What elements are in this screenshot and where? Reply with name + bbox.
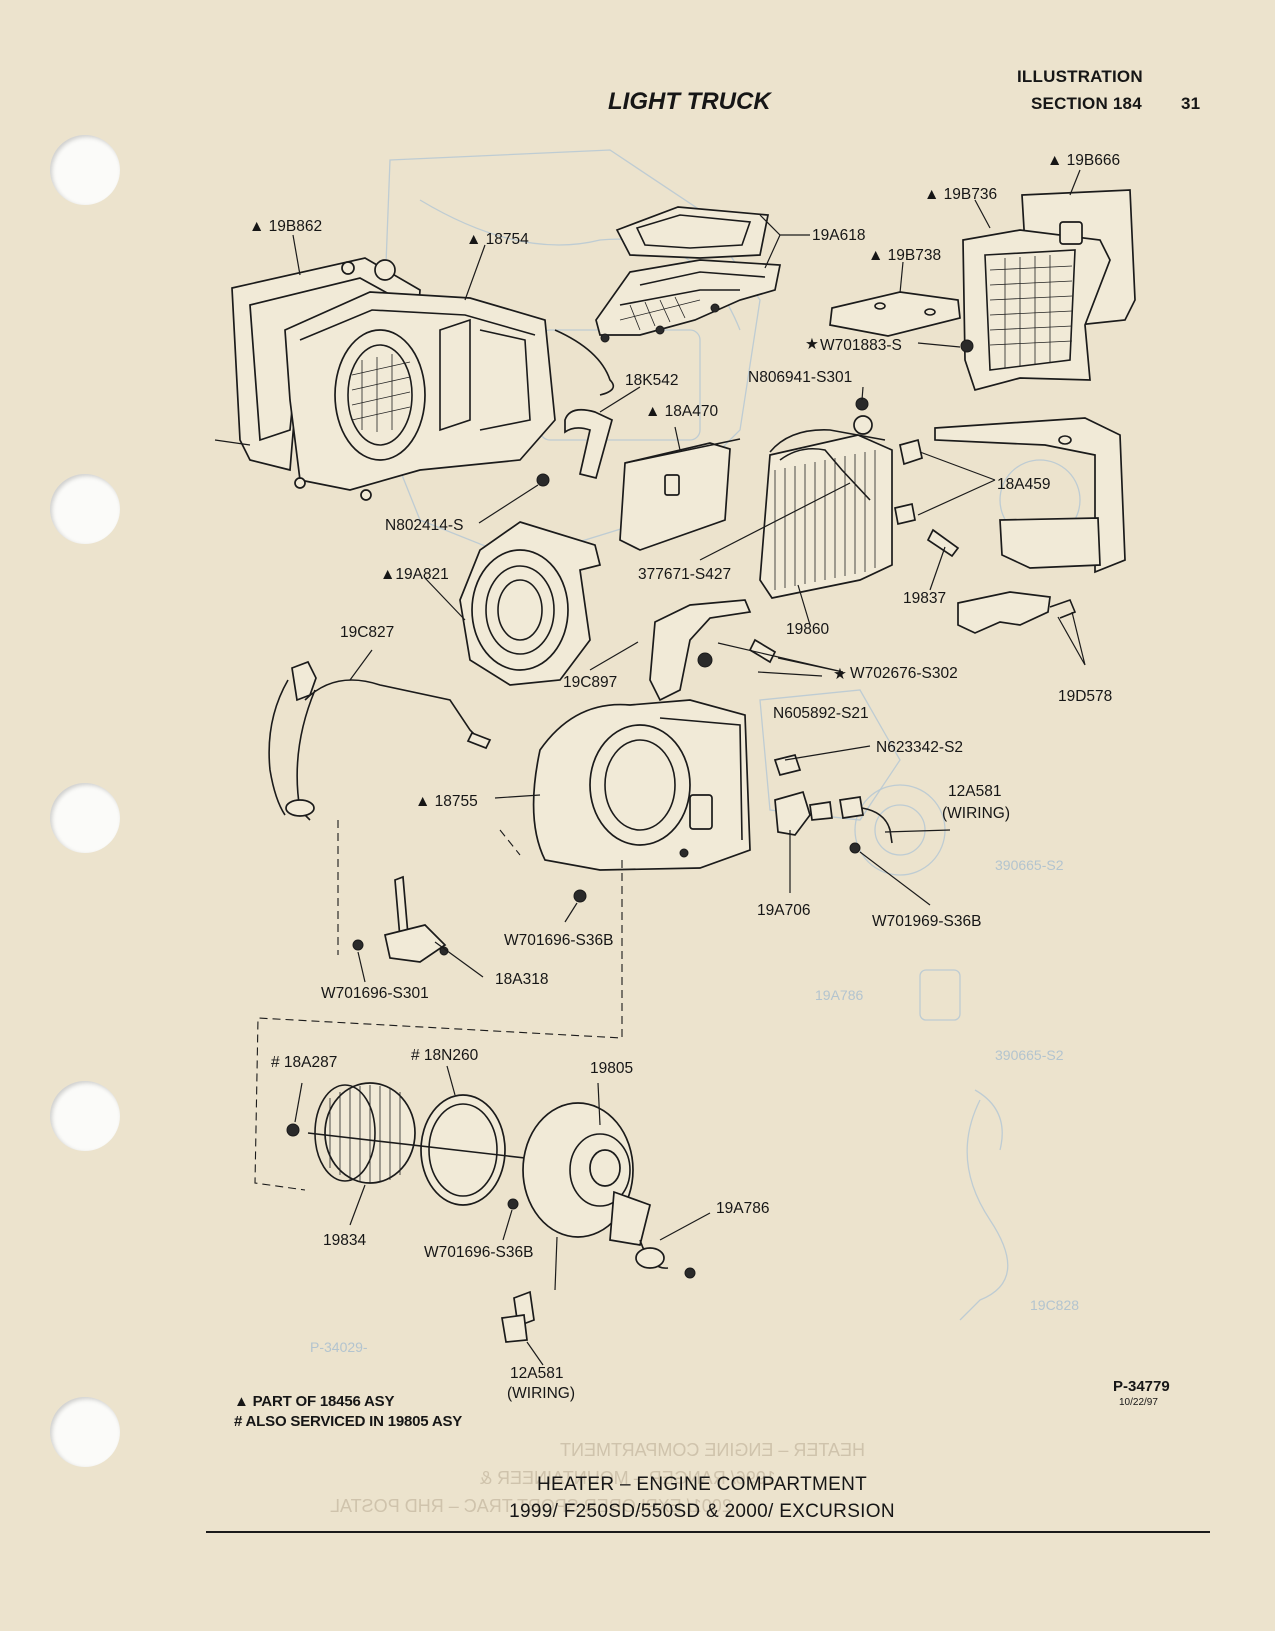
callout-n806941-s301: N806941-S301 bbox=[748, 369, 852, 386]
callout-w701696-s301: W701696-S301 bbox=[321, 985, 429, 1002]
callout-19837: 19837 bbox=[903, 590, 946, 607]
callout-19a786: 19A786 bbox=[716, 1200, 769, 1217]
callout-w701696-s36b-lower: W701696-S36B bbox=[424, 1244, 533, 1261]
defroster-duct bbox=[595, 206, 782, 343]
header-page-number: 31 bbox=[1181, 94, 1201, 113]
callout-19c827: 19C827 bbox=[340, 624, 394, 641]
illustration-date: 10/22/97 bbox=[1119, 1397, 1158, 1408]
callout-377671-s427: 377671-S427 bbox=[638, 566, 731, 583]
callout-w701969-s36b: W701969-S36B bbox=[872, 913, 981, 930]
callout-18a318: 18A318 bbox=[495, 971, 548, 988]
legend-part-of-asy: ▲ PART OF 18456 ASY bbox=[234, 1393, 395, 1410]
callout-w701696-s36b-upper: W701696-S36B bbox=[504, 932, 613, 949]
callout-n605892-s21: N605892-S21 bbox=[773, 705, 869, 722]
callout-18k542: 18K542 bbox=[625, 372, 678, 389]
callout-w701883-s: W701883-S bbox=[820, 337, 902, 354]
callout-12a581-upper: 12A581 bbox=[948, 783, 1001, 800]
screw bbox=[536, 473, 550, 487]
callout-19c897: 19C897 bbox=[563, 674, 617, 691]
heater-core bbox=[759, 397, 960, 599]
heater-case-assembly bbox=[214, 257, 615, 501]
screw bbox=[960, 339, 974, 353]
callout-18a287: # 18A287 bbox=[271, 1054, 337, 1071]
svg-text:390665-S2: 390665-S2 bbox=[995, 857, 1064, 873]
callout-19b736: ▲ 19B736 bbox=[924, 186, 997, 203]
callout-n623342-s2: N623342-S2 bbox=[876, 739, 963, 756]
mounting-bracket bbox=[564, 408, 614, 480]
blend-door bbox=[619, 438, 741, 551]
seal-plate bbox=[829, 291, 961, 337]
screw bbox=[507, 1198, 519, 1210]
illustration-number: P-34779 bbox=[1113, 1378, 1170, 1395]
core-cover-lower bbox=[999, 517, 1101, 569]
star-marker: ★ bbox=[805, 336, 819, 353]
binder-hole bbox=[50, 1081, 120, 1151]
callout-18755: ▲ 18755 bbox=[415, 793, 478, 810]
callout-19a618: 19A618 bbox=[812, 227, 865, 244]
header-illustration: ILLUSTRATION bbox=[1017, 67, 1143, 86]
footer-rule bbox=[206, 1531, 1210, 1533]
retaining-clips bbox=[957, 591, 1051, 634]
part-callouts: ▲ 19B862 ▲ 18754 19A618 ▲ 19B666 ▲ 19B73… bbox=[249, 152, 1120, 1402]
wiring-harness bbox=[268, 660, 492, 821]
leader-lines bbox=[292, 169, 1086, 1366]
grille bbox=[989, 255, 1073, 368]
blower-resistor bbox=[774, 790, 893, 854]
header-section: SECTION 184 bbox=[1031, 94, 1142, 113]
callout-19a706: 19A706 bbox=[757, 902, 810, 919]
evaporator-cover bbox=[962, 189, 1136, 392]
binder-hole bbox=[50, 1397, 120, 1467]
callout-12a581-upper-wiring: (WIRING) bbox=[942, 805, 1010, 822]
screw bbox=[573, 889, 587, 903]
callout-12a581-lower: 12A581 bbox=[510, 1365, 563, 1382]
blower-housing bbox=[532, 699, 802, 871]
legend-also-serviced: # ALSO SERVICED IN 19805 ASY bbox=[234, 1413, 463, 1430]
callout-19860: 19860 bbox=[786, 621, 829, 638]
callout-18n260: # 18N260 bbox=[411, 1047, 479, 1064]
blower-scroll-cover bbox=[459, 521, 602, 686]
binder-hole bbox=[50, 135, 120, 205]
callout-19805: 19805 bbox=[590, 1060, 633, 1077]
page-title: LIGHT TRUCK bbox=[608, 88, 771, 115]
star-marker: ★ bbox=[833, 666, 847, 683]
callout-n802414-s: N802414-S bbox=[385, 517, 463, 534]
blower-motor-group bbox=[286, 1082, 696, 1343]
wiring-bracket bbox=[649, 599, 752, 702]
callout-w702676-s302: W702676-S302 bbox=[850, 665, 958, 682]
recirc-actuator bbox=[352, 875, 449, 963]
core-cover bbox=[934, 417, 1126, 574]
callout-19834: 19834 bbox=[323, 1232, 366, 1249]
callout-19d578: 19D578 bbox=[1058, 688, 1112, 705]
svg-text:19C828: 19C828 bbox=[1030, 1297, 1079, 1313]
binder-hole bbox=[50, 783, 120, 853]
caption-line-2: 1999/ F250SD/550SD & 2000/ EXCURSION bbox=[509, 1501, 895, 1522]
caption-line-1: HEATER – ENGINE COMPARTMENT bbox=[536, 1474, 868, 1495]
callout-18a459: 18A459 bbox=[997, 476, 1050, 493]
svg-text:390665-S2: 390665-S2 bbox=[995, 1047, 1064, 1063]
grille bbox=[351, 354, 411, 432]
callout-12a581-lower-wiring: (WIRING) bbox=[507, 1385, 575, 1402]
callout-19b738: ▲ 19B738 bbox=[868, 247, 941, 264]
callout-19b666: ▲ 19B666 bbox=[1047, 152, 1120, 169]
callout-18754: ▲ 18754 bbox=[466, 231, 529, 248]
callout-18a470: ▲ 18A470 bbox=[645, 403, 718, 420]
svg-text:P-34029-: P-34029- bbox=[310, 1339, 368, 1355]
binder-hole bbox=[50, 474, 120, 544]
callout-19b862: ▲ 19B862 bbox=[249, 218, 322, 235]
callout-19a821: ▲19A821 bbox=[380, 566, 449, 583]
bleed-through-drawing: 390665-S2 390665-S2 19A786 19C828 P-3402… bbox=[310, 149, 1081, 1355]
svg-text:19A786: 19A786 bbox=[815, 987, 863, 1003]
